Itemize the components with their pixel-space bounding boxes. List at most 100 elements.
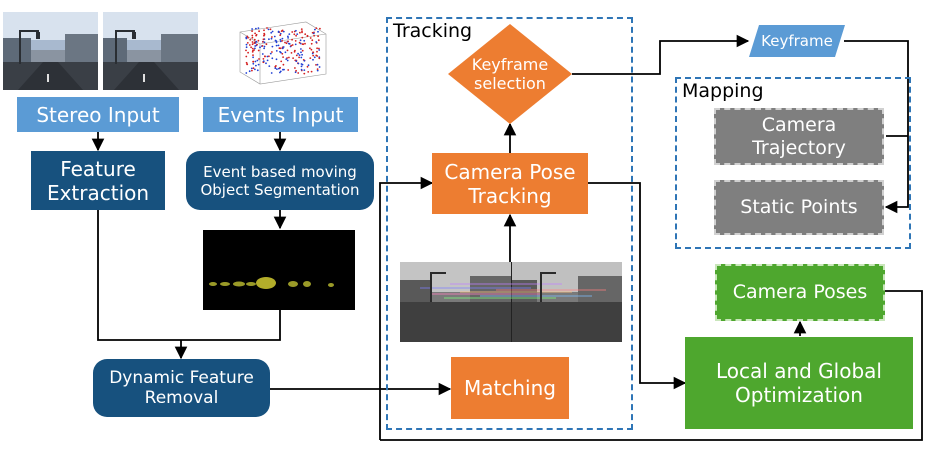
matching-box: Matching (451, 357, 569, 419)
event-dot (307, 71, 310, 73)
event-dot (262, 60, 265, 63)
event-dot (313, 56, 316, 59)
event-dot (251, 69, 253, 72)
event-dot (257, 63, 260, 66)
event-dot (265, 62, 267, 65)
event-dot (283, 68, 285, 71)
event-dot (315, 54, 318, 57)
event-dot (295, 60, 298, 63)
event-dot (263, 47, 265, 50)
event-dot (300, 48, 302, 50)
event-dot (304, 42, 306, 45)
event-dot (310, 70, 313, 73)
event-dot (277, 44, 280, 47)
event-dot (251, 30, 253, 32)
event-dot (290, 52, 293, 54)
event-dot (316, 50, 318, 53)
event-dot (301, 43, 304, 45)
arrow-camera-pose-to-optimization (588, 182, 687, 390)
mapping-region (675, 77, 911, 249)
event-dot (304, 33, 307, 36)
event-dot (300, 51, 302, 54)
event-dot (257, 39, 260, 42)
mapping-region-label: Mapping (680, 80, 766, 102)
event-dot (282, 30, 285, 33)
event-dot (295, 29, 297, 32)
event-dot (293, 33, 296, 36)
event-dot (266, 59, 269, 62)
event-dot (267, 28, 270, 31)
keyframe-parallelogram (749, 25, 845, 57)
event-dot (254, 41, 256, 44)
event-dot (255, 40, 258, 43)
event-dot (251, 34, 254, 37)
event-dot (287, 35, 289, 38)
event-dot (313, 34, 315, 37)
event-dot (282, 46, 285, 48)
event-dot (288, 56, 290, 59)
event-dot (280, 51, 282, 54)
keyframe-selection-diamond (448, 24, 572, 124)
event-dot (273, 35, 276, 38)
event-dot (306, 35, 309, 38)
event-dot (285, 58, 288, 60)
event-dot (271, 45, 274, 48)
event-dot (247, 51, 249, 54)
event-dot (309, 47, 311, 50)
event-dot (291, 31, 294, 33)
event-dot (263, 45, 266, 48)
event-dot (316, 68, 319, 70)
event-dot (262, 38, 265, 41)
event-dot (312, 54, 315, 57)
event-dot (253, 38, 256, 41)
event-dot (287, 40, 289, 43)
event-dot (251, 28, 253, 30)
event-dot (284, 41, 286, 44)
tracking-region-label: Tracking (391, 20, 475, 42)
event-dot (278, 47, 281, 50)
event-dot (318, 57, 321, 60)
camera-poses-box: Camera Poses (715, 264, 885, 321)
event-dot (252, 67, 255, 70)
event-dot (290, 44, 293, 47)
event-dot (288, 42, 290, 45)
event-dot (316, 63, 319, 66)
event-dot (256, 43, 258, 46)
tracking-matches-graphic (400, 262, 622, 342)
event-dot (281, 52, 284, 55)
event-dot (315, 27, 318, 29)
event-dot (303, 69, 306, 71)
event-dot (317, 30, 319, 33)
event-dot (318, 49, 321, 51)
event-dot (251, 36, 254, 39)
event-dot (268, 55, 270, 58)
event-dot (301, 36, 304, 39)
event-dot (282, 56, 284, 58)
event-dot (254, 60, 257, 63)
event-dot (311, 52, 314, 55)
event-dot (269, 52, 272, 55)
event-dot (294, 40, 297, 42)
event-dot (291, 44, 294, 46)
event-dot (270, 72, 273, 74)
event-dot (281, 40, 283, 42)
event-dot (263, 41, 266, 44)
event-dot (250, 67, 253, 70)
event-dot (264, 55, 266, 58)
event-dot (257, 49, 260, 52)
event-dot (245, 61, 248, 64)
line-camera-poses-feedback (380, 290, 923, 441)
event-dot (297, 62, 300, 65)
event-dot (251, 47, 254, 50)
event-dot (299, 31, 301, 34)
event-dot (287, 69, 290, 71)
event-dot (248, 44, 251, 46)
event-dot (255, 64, 257, 67)
event-dot (258, 58, 260, 60)
event-dot (309, 57, 312, 59)
event-dot (274, 39, 277, 42)
event-dot (281, 47, 284, 50)
event-dot (269, 28, 272, 31)
event-dot (315, 64, 317, 66)
